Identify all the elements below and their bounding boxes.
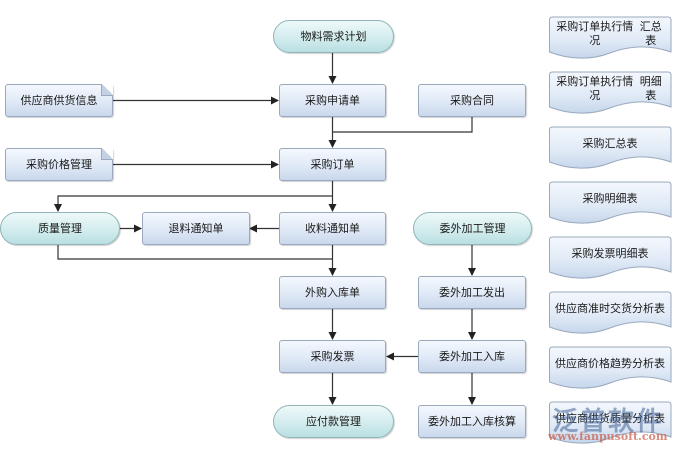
node-label: 质量管理 [38,221,82,235]
node-receipt-notice[interactable]: 收料通知单 [279,212,386,245]
edge-quality-to-inbound [57,245,333,260]
node-price-management[interactable]: 采购价格管理 [5,148,113,181]
report-label: 采购汇总表 [582,137,638,150]
report-document[interactable]: 采购发票明细表 [548,236,672,280]
node-label: 供应商供货信息 [20,93,98,107]
node-label: 外购入库单 [305,285,360,299]
node-label: 委外加工发出 [439,285,505,299]
node-label: 委外加工入库 [439,349,505,363]
report-label: 采购订单执行情况汇总表 [556,20,662,47]
report-document[interactable]: 供应商价格趋势分析表 [548,346,672,390]
edge-contract-to-order [332,117,473,133]
report-document[interactable]: 采购明细表 [548,181,672,225]
node-outsourcing-dispatch[interactable]: 委外加工发出 [418,276,526,309]
report-label: 供应商准时交货分析表 [555,302,665,315]
node-label: 退料通知单 [168,221,224,235]
document-shape-icon [549,181,672,224]
edge-order-to-quality [54,195,333,212]
node-label: 采购价格管理 [26,157,92,171]
document-shape-icon [549,401,672,444]
node-purchase-order[interactable]: 采购订单 [279,148,386,181]
folded-corner-icon [101,148,113,160]
node-label: 委外加工管理 [439,221,506,235]
document-shape-icon [549,236,672,279]
node-outsourcing-inbound-accounting[interactable]: 委外加工入库核算 [418,405,526,438]
node-quality-management[interactable]: 质量管理 [0,212,120,245]
report-label: 供应商供货质量分析表 [555,412,665,425]
report-label: 供应商价格趋势分析表 [555,357,665,370]
node-label: 物料需求计划 [300,29,367,43]
node-supplier-info[interactable]: 供应商供货信息 [5,84,113,117]
node-outsourcing-inbound[interactable]: 委外加工入库 [418,340,526,373]
report-label: 采购明细表 [582,192,638,205]
document-shape-icon [549,16,672,59]
node-payables-management[interactable]: 应付款管理 [273,405,394,438]
report-document[interactable]: 采购订单执行情况明细表 [548,71,672,115]
report-document[interactable]: 供应商准时交货分析表 [548,291,672,335]
node-return-notice[interactable]: 退料通知单 [142,212,250,245]
node-label: 采购申请单 [305,93,360,107]
report-label: 采购发票明细表 [571,247,649,260]
report-document[interactable]: 供应商供货质量分析表 [548,401,672,445]
node-label: 采购发票 [310,349,355,363]
document-shape-icon [549,126,672,169]
document-shape-icon [549,291,672,334]
node-purchase-contract[interactable]: 采购合同 [418,84,526,117]
document-shape-icon [549,346,672,389]
report-document[interactable]: 采购汇总表 [548,126,672,170]
node-outsourcing-management[interactable]: 委外加工管理 [413,212,532,245]
node-purchase-invoice[interactable]: 采购发票 [279,340,386,373]
node-material-plan[interactable]: 物料需求计划 [273,20,394,53]
document-shape-icon [549,71,672,114]
node-label: 收料通知单 [305,221,360,235]
folded-corner-icon [101,84,113,96]
node-label: 委外加工入库核算 [428,414,516,428]
node-purchase-request[interactable]: 采购申请单 [279,84,386,117]
node-label: 采购合同 [450,93,494,107]
node-label: 采购订单 [310,157,355,171]
report-document[interactable]: 采购订单执行情况汇总表 [548,16,672,60]
node-label: 应付款管理 [306,414,361,428]
report-label: 采购订单执行情况明细表 [556,75,662,102]
node-purchase-inbound[interactable]: 外购入库单 [279,276,386,309]
